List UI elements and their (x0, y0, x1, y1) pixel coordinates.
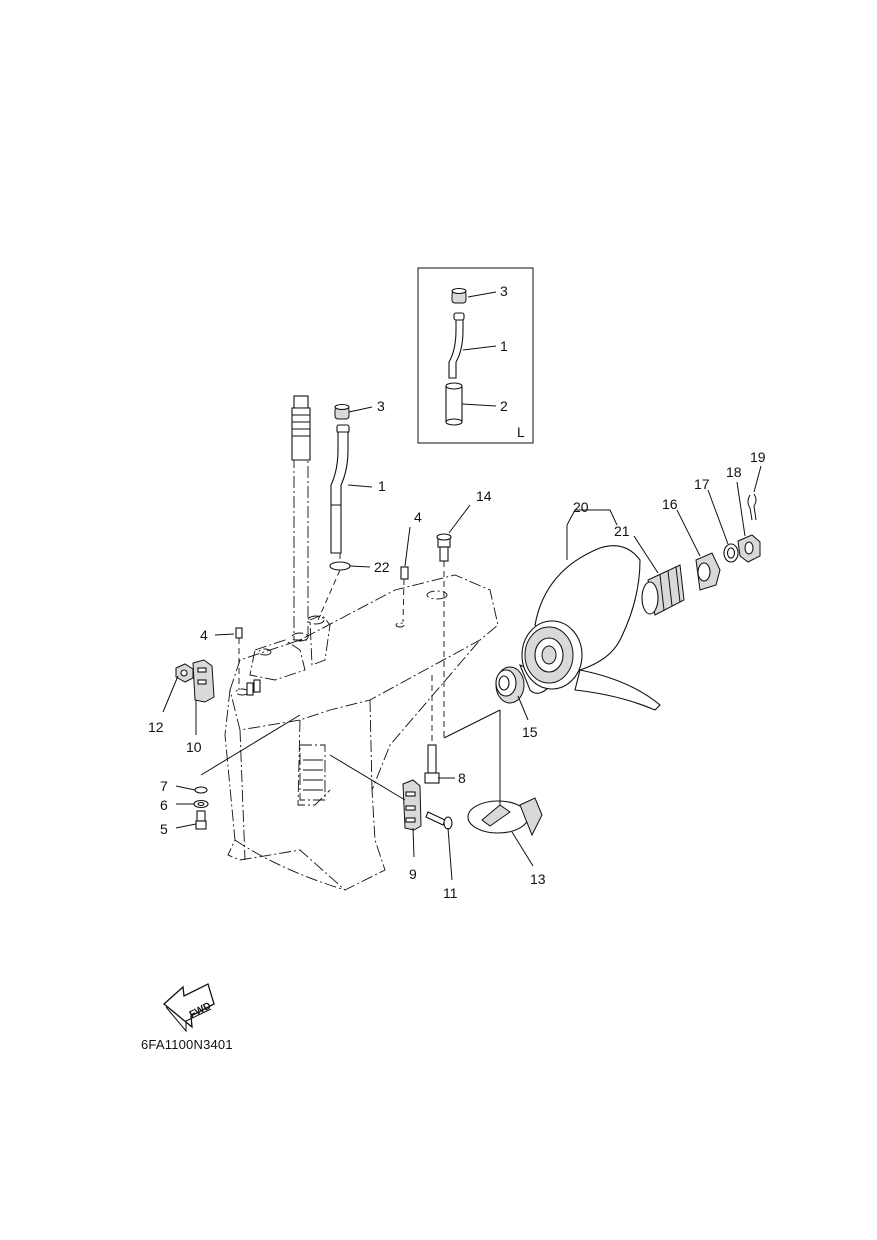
leader-lines (162, 406, 762, 881)
drawing-code: 6FA1100N3401 (141, 1037, 233, 1052)
trim-tab-13 (467, 710, 543, 837)
callout-14: 14 (476, 488, 492, 504)
callout-6: 6 (160, 797, 168, 813)
inset-frame (417, 267, 534, 444)
callout-5: 5 (160, 821, 168, 837)
inset-tag: L (517, 424, 525, 440)
inset-callout-2: 2 (500, 398, 508, 414)
inset-callout-3: 3 (500, 283, 508, 299)
water-tube (317, 403, 351, 621)
callout-3: 3 (377, 398, 385, 414)
callout-16: 16 (662, 496, 678, 512)
bolt-11 (425, 811, 453, 830)
callout-22: 22 (374, 559, 390, 575)
callout-9: 9 (409, 866, 417, 882)
dowel-pin-4a (235, 627, 243, 690)
callout-4-lower: 4 (200, 627, 208, 643)
drive-shaft (291, 395, 311, 641)
callout-17: 17 (694, 476, 710, 492)
anode-10 (192, 659, 215, 703)
fwd-arrow-icon: FWD (163, 983, 215, 1033)
callouts: 3 1 22 4 14 4 12 10 7 6 5 8 9 11 13 15 2… (148, 398, 766, 901)
inset-long-shaft: 3 1 2 L (417, 267, 534, 444)
thrust-washer-15 (495, 666, 525, 704)
inset-callout-1: 1 (500, 338, 508, 354)
callout-18: 18 (726, 464, 742, 480)
seal-22 (329, 561, 351, 571)
spline-washer-21 (641, 564, 685, 616)
callout-7: 7 (160, 778, 168, 794)
callout-4-upper: 4 (414, 509, 422, 525)
callout-10: 10 (186, 739, 202, 755)
bolt-5 (195, 810, 207, 830)
cotter-pin-19 (747, 493, 757, 521)
callout-1: 1 (378, 478, 386, 494)
inset-grommet (451, 287, 467, 304)
inset-sleeve (445, 382, 463, 426)
dowel-pin-4b (400, 566, 409, 623)
washer-17 (723, 543, 739, 563)
washer-16 (695, 552, 721, 591)
inset-water-tube (448, 312, 465, 379)
anode-9 (329, 754, 422, 831)
propeller-20 (518, 545, 661, 711)
washer-6 (193, 799, 209, 809)
callout-11: 11 (443, 885, 458, 901)
washer-7 (194, 714, 301, 794)
lower-case-outline (224, 574, 499, 891)
callout-12: 12 (148, 719, 164, 735)
callout-13: 13 (530, 871, 546, 887)
nut-12 (175, 663, 194, 683)
bolt-8 (424, 675, 440, 784)
callout-8: 8 (458, 770, 466, 786)
callout-20: 20 (573, 499, 589, 515)
callout-15: 15 (522, 724, 538, 740)
callout-19: 19 (750, 449, 766, 465)
callout-21: 21 (614, 523, 630, 539)
nut-18 (737, 534, 761, 563)
bolt-14 (436, 533, 501, 739)
